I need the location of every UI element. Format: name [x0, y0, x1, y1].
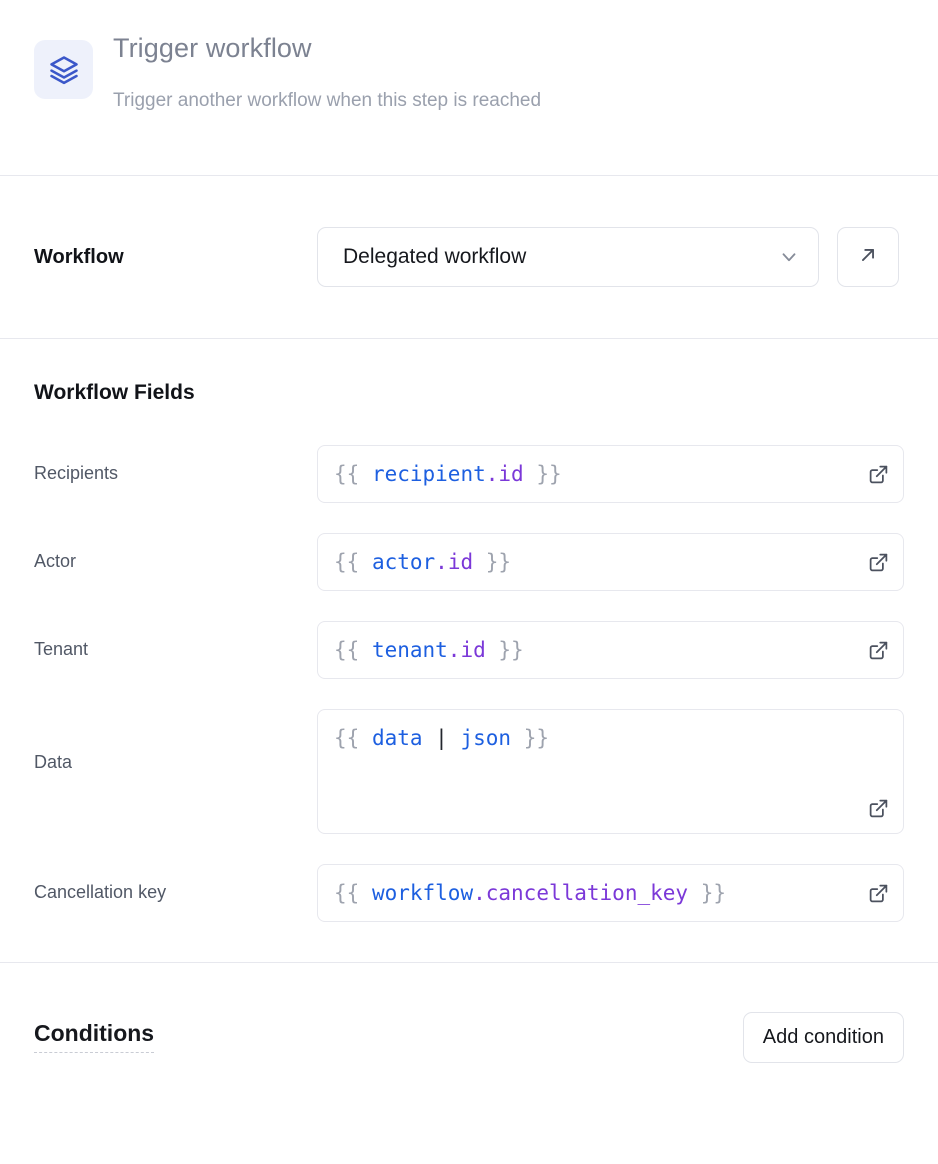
field-input[interactable]: {{ recipient.id }}	[317, 445, 904, 503]
field-input[interactable]: {{ data | json }}	[317, 709, 904, 834]
external-link-icon[interactable]	[867, 639, 889, 661]
page-title: Trigger workflow	[113, 33, 312, 63]
field-input[interactable]: {{ tenant.id }}	[317, 621, 904, 679]
external-link-icon[interactable]	[867, 551, 889, 573]
field-row: Actor {{ actor.id }}	[34, 533, 904, 591]
chevron-down-icon	[778, 246, 800, 268]
external-link-icon[interactable]	[867, 882, 889, 904]
layers-stack-icon	[34, 40, 93, 99]
divider	[0, 962, 938, 963]
field-row: Data {{ data | json }}	[34, 709, 904, 834]
field-input[interactable]: {{ workflow.cancellation_key }}	[317, 864, 904, 922]
field-input[interactable]: {{ actor.id }}	[317, 533, 904, 591]
field-value: {{ recipient.id }}	[334, 462, 562, 486]
field-row: Tenant {{ tenant.id }}	[34, 621, 904, 679]
field-label: Actor	[34, 551, 77, 571]
field-row: Cancellation key {{ workflow.cancellation…	[34, 864, 904, 922]
arrow-up-right-icon	[857, 244, 879, 271]
add-condition-button[interactable]: Add condition	[742, 1011, 904, 1063]
field-value: {{ actor.id }}	[334, 550, 512, 574]
field-label: Tenant	[34, 639, 89, 659]
external-link-icon[interactable]	[867, 797, 889, 819]
workflow-section: Workflow Delegated workflow	[0, 176, 938, 338]
workflow-fields-section: Workflow Fields Recipients {{ recipient.i…	[0, 339, 938, 962]
field-label: Recipients	[34, 463, 119, 483]
workflow-fields-list: Recipients {{ recipient.id }} Actor {{ acto…	[34, 445, 904, 922]
conditions-title: Conditions	[34, 1021, 155, 1053]
divider	[0, 338, 938, 339]
workflow-select-value: Delegated workflow	[343, 245, 527, 268]
workflow-fields-title: Workflow Fields	[34, 381, 195, 404]
external-link-icon[interactable]	[867, 463, 889, 485]
field-label: Cancellation key	[34, 882, 167, 902]
field-row: Recipients {{ recipient.id }}	[34, 445, 904, 503]
divider	[0, 175, 938, 176]
field-value: {{ workflow.cancellation_key }}	[334, 881, 726, 905]
field-label: Data	[34, 752, 73, 772]
open-workflow-button[interactable]	[837, 227, 899, 287]
page-subtitle: Trigger another workflow when this step …	[113, 89, 542, 111]
field-value: {{ data | json }}	[334, 726, 549, 750]
workflow-select[interactable]: Delegated workflow	[317, 227, 819, 287]
panel-header: Trigger workflow Trigger another workflo…	[0, 0, 938, 175]
conditions-section: Conditions Add condition	[0, 963, 938, 1111]
workflow-label: Workflow	[34, 245, 124, 268]
field-value: {{ tenant.id }}	[334, 638, 524, 662]
